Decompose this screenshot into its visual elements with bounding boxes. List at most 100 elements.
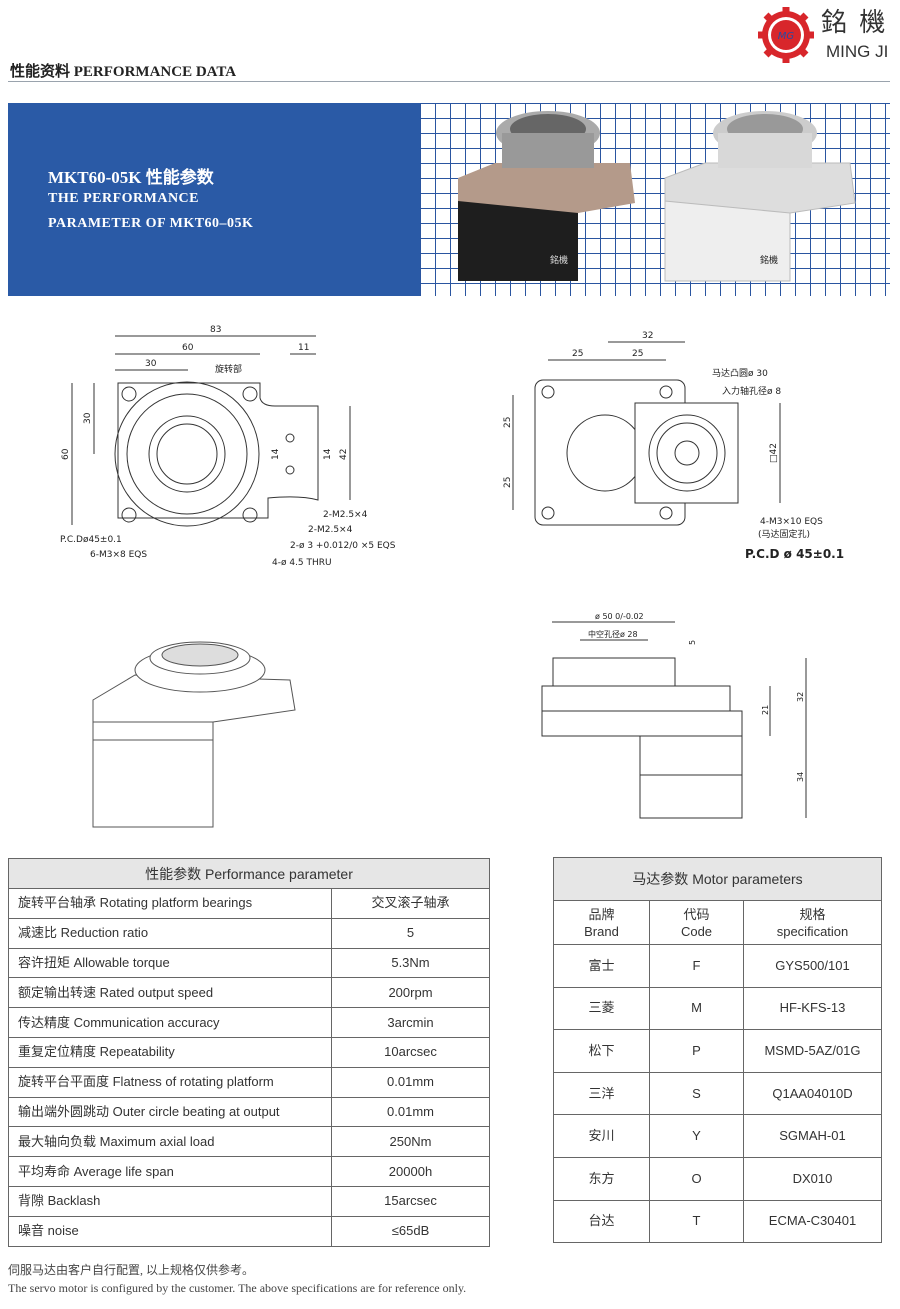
logo-mark-text: MG [778,31,795,42]
param-value: 200rpm [331,977,490,1009]
param-name: 平均寿命 Average life span [8,1156,332,1187]
section-title: 性能资料 PERFORMANCE DATA [10,64,237,80]
col-spec-cn: 规格 [799,906,826,922]
motor-brand: 三菱 [553,986,650,1031]
param-value: 15arcsec [331,1185,490,1217]
callout-label: 入力轴孔径ø 8 [722,385,781,397]
footnote-cn: 伺服马达由客户自行配置, 以上规格仅供参考。 [8,1263,255,1277]
dim-label: ø 50 0/-0.02 [595,612,644,621]
callout-label: 4-ø 4.5 THRU [272,558,332,568]
param-value: 5 [331,917,490,949]
product-render: 銘機 銘機 [458,111,856,282]
dim-label: 14 [271,448,281,460]
callout-label: P.C.D ø 45±0.1 [745,547,844,561]
motor-code: P [649,1029,744,1073]
dim-label: 60 [182,343,194,353]
param-name: 旋转平台平面度 Flatness of rotating platform [8,1066,332,1098]
param-value: 250Nm [331,1126,490,1158]
param-value: ≤65dB [331,1215,490,1247]
motor-code: O [649,1156,744,1201]
motor-brand: 东方 [553,1156,650,1201]
param-value: 3arcmin [331,1007,490,1038]
top-view-drawing: 83 60 30 11 旋转部 60 30 14 14 42 2-M2.5×4 … [60,325,396,568]
product-3d-drawing [92,641,296,828]
dim-label: 83 [210,325,221,335]
dim-label: 25 [503,417,513,428]
banner-subtitle-2: PARAMETER OF MKT60–05K [48,216,254,231]
col-code-cn: 代码 [683,906,710,922]
motor-spec: MSMD-5AZ/01G [743,1029,882,1073]
motor-spec: Q1AA04010D [743,1071,882,1116]
dim-label: 14 [323,448,333,460]
param-name: 最大轴向负载 Maximum axial load [8,1126,332,1158]
divider [8,81,890,82]
param-value: 0.01mm [331,1096,490,1128]
motor-brand: 三洋 [553,1071,650,1116]
performance-table: 性能参数 Performance parameter 旋转平台轴承 Rotati… [8,858,490,1247]
callout-label: 马达凸圆ø 30 [712,367,768,379]
param-name: 噪音 noise [8,1215,332,1247]
callout-label: 旋转部 [215,363,242,375]
dim-label: 中空孔径ø 28 [588,629,638,639]
performance-table-title: 性能参数 Performance parameter [8,858,490,889]
brand-logo: MG 銘 機 MING JI [757,6,892,64]
callout-label: 2-ø 3 +0.012/0 ×5 EQS [290,541,396,551]
param-name: 旋转平台轴承 Rotating platform bearings [8,888,332,919]
motor-code: T [649,1199,744,1244]
banner-subtitle-1: THE PERFORMANCE [48,191,199,206]
motor-code: Y [649,1114,744,1158]
param-value: 交叉滚子轴承 [331,888,490,919]
motor-spec: ECMA-C30401 [743,1199,882,1244]
dim-label: □42 [769,443,779,463]
motor-code: F [649,944,744,988]
dim-label: 25 [503,477,513,488]
motor-spec: HF-KFS-13 [743,986,882,1031]
product-brand-mark: 銘機 [550,254,568,266]
param-value: 10arcsec [331,1036,490,1068]
param-value: 20000h [331,1156,490,1187]
table-row: 噪音 noise≤65dB [8,1215,490,1247]
motor-spec: GYS500/101 [743,944,882,988]
param-value: 5.3Nm [331,947,490,979]
dim-label: 5 [688,640,697,645]
param-name: 重复定位精度 Repeatability [8,1036,332,1068]
callout-label: 6-M3×8 EQS [90,550,147,560]
callout-label: 2-M2.5×4 [308,525,353,535]
dim-label: 42 [339,449,349,460]
param-name: 传达精度 Communication accuracy [8,1007,332,1038]
callout-label: 4-M3×10 EQS [760,517,823,527]
motor-view-drawing: 32 25 25 25 25 □42 马达凸圆ø 30 入力轴孔径ø 8 4-M… [503,331,844,561]
dim-label: 30 [83,412,93,424]
callout-label: P.C.Dø45±0.1 [60,535,122,545]
dim-label: 21 [761,705,770,715]
param-name: 额定输出转速 Rated output speed [8,977,332,1009]
col-brand-cn: 品牌 [588,906,615,922]
param-value: 0.01mm [331,1066,490,1098]
col-spec-en: specification [776,923,849,939]
param-name: 输出端外圆跳动 Outer circle beating at output [8,1096,332,1128]
param-name: 背隙 Backlash [8,1185,332,1217]
dim-label: 25 [572,349,583,359]
banner-title: MKT60-05K 性能参数 [48,168,214,187]
motor-brand: 富士 [553,944,650,988]
product-brand-mark: 銘機 [760,254,778,266]
param-name: 减速比 Reduction ratio [8,917,332,949]
gear-logo-icon: MG [758,7,814,63]
dim-label: 34 [796,772,805,782]
motor-spec: SGMAH-01 [743,1114,882,1158]
dim-label: 32 [796,692,805,702]
